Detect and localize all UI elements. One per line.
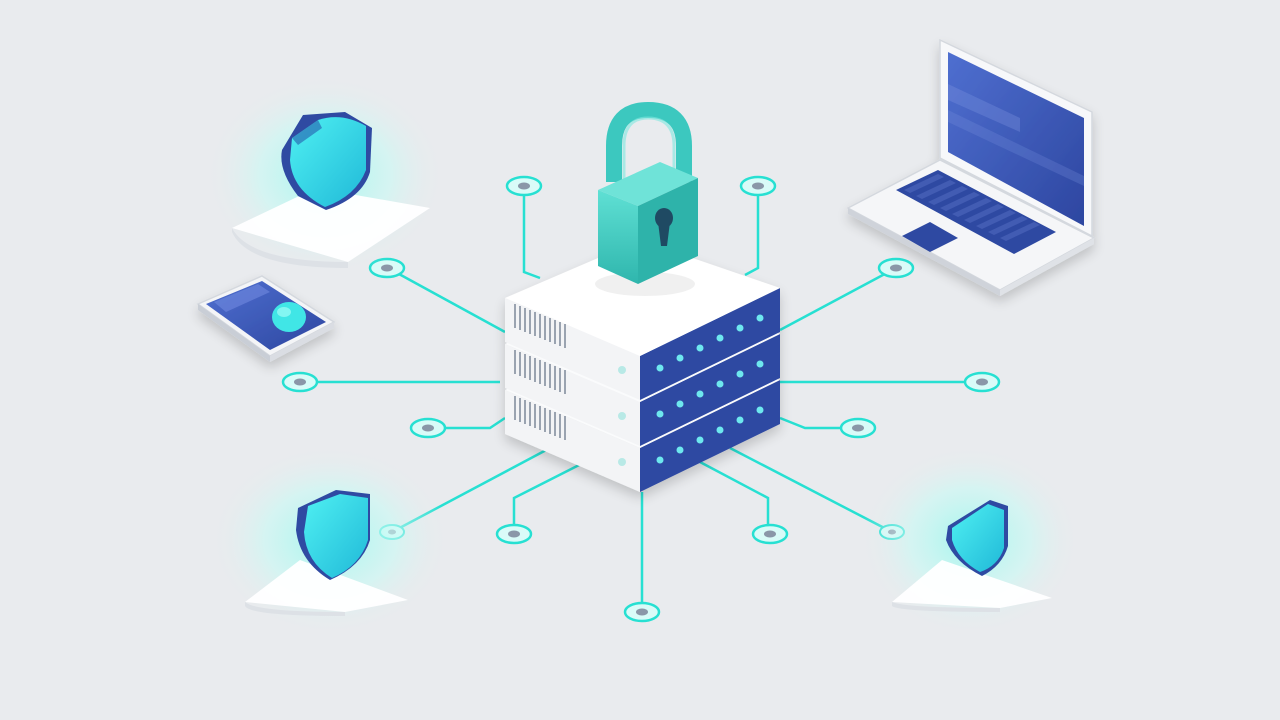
network-node-icon (739, 175, 777, 197)
status-lights (656, 314, 764, 372)
server-unit (505, 240, 780, 400)
shield-icon (860, 445, 1080, 635)
network-node-icon (281, 371, 319, 393)
laptop-icon (846, 38, 1096, 296)
padlock-icon (595, 102, 698, 296)
network-node-icon (495, 523, 533, 545)
network-node-icon (505, 175, 543, 197)
server-rack-icon (505, 240, 780, 492)
shield-icon (210, 445, 450, 635)
touchpad (902, 222, 958, 252)
network-node-icon (409, 417, 447, 439)
vent-slots (514, 396, 566, 440)
status-lights (656, 360, 764, 418)
network-node-icon (963, 371, 1001, 393)
network-node-icon (623, 601, 661, 623)
smartphone-icon (196, 275, 336, 362)
network-node-icon (751, 523, 789, 545)
network-node-icon (839, 417, 877, 439)
network-node-icon (877, 257, 915, 279)
shield-icon (205, 75, 445, 275)
network-lines (300, 188, 982, 612)
status-lights (656, 406, 764, 464)
keyboard-keys (896, 170, 1056, 254)
